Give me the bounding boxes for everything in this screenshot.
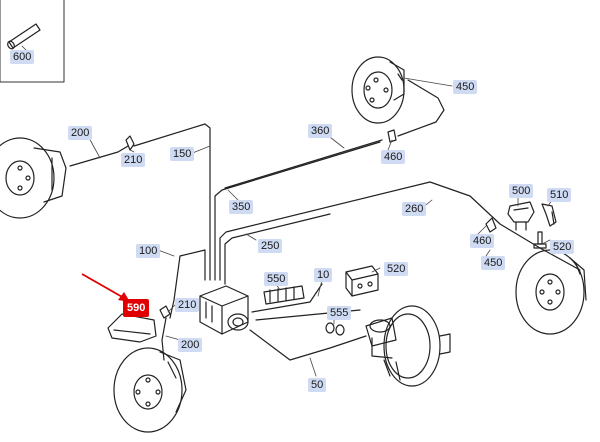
leader-lines [21, 45, 553, 377]
label-590: 590 [123, 299, 150, 317]
label-460-right: 460 [470, 234, 495, 248]
brake-line-10 [251, 283, 323, 313]
highlight-arrow [81, 273, 130, 302]
part-520-block [345, 265, 379, 297]
brake-disc-left [0, 137, 67, 219]
label-150: 150 [170, 147, 195, 161]
part-600-drawing [7, 23, 41, 50]
label-520-right: 520 [550, 240, 575, 254]
brake-line-360 [224, 139, 383, 189]
label-360: 360 [308, 124, 333, 138]
brake-line-450-top [397, 79, 445, 137]
label-520-mid: 520 [384, 262, 409, 276]
brake-line-260 [219, 181, 581, 281]
brake-disc-right [515, 249, 587, 335]
abs-unit [199, 285, 249, 335]
label-10: 10 [314, 268, 333, 282]
brake-line-200-left [69, 145, 129, 167]
part-555-rings [325, 322, 345, 336]
brake-disc-bottom-left [113, 347, 187, 433]
brake-line-50 [249, 329, 367, 361]
label-260: 260 [402, 202, 427, 216]
label-600: 600 [10, 50, 35, 64]
part-510-clip [541, 203, 557, 227]
brake-line-250 [224, 213, 331, 285]
label-450-top: 450 [453, 80, 478, 94]
part-550-clips [263, 285, 305, 305]
part-500-bracket [507, 201, 535, 231]
label-200-bottom: 200 [178, 338, 203, 352]
label-50: 50 [308, 378, 327, 392]
label-460-top: 460 [381, 150, 406, 164]
brake-line-100 [169, 249, 206, 319]
part-590-pad [107, 313, 157, 343]
label-250: 250 [258, 239, 283, 253]
brake-booster [365, 305, 451, 387]
label-500: 500 [509, 184, 534, 198]
label-200-left: 200 [68, 126, 93, 140]
label-210-bottom: 210 [175, 298, 200, 312]
label-210-left: 210 [121, 153, 146, 167]
label-100: 100 [136, 244, 161, 258]
brake-line-200-bottom [161, 317, 167, 361]
label-350: 350 [229, 200, 254, 214]
inset-box [0, 0, 65, 83]
brake-line-150 [133, 123, 211, 281]
brake-disc-top-right [351, 56, 405, 124]
label-555: 555 [327, 306, 352, 320]
label-450-right: 450 [481, 256, 506, 270]
label-510: 510 [547, 188, 572, 202]
label-550: 550 [264, 272, 289, 286]
